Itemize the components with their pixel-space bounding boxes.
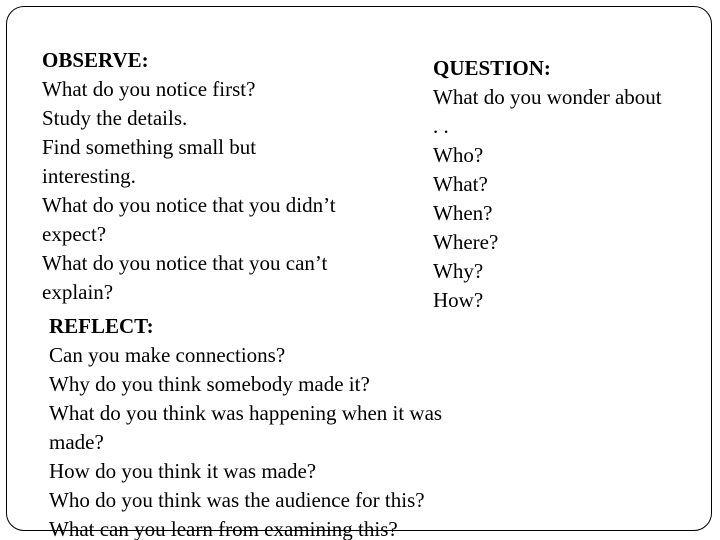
question-line: Why?	[433, 259, 484, 283]
question-line: Who?	[433, 143, 484, 167]
reflect-line: Why do you think somebody made it?	[49, 372, 370, 396]
question-line: What?	[433, 172, 488, 196]
reflect-heading: REFLECT:	[49, 314, 154, 338]
question-line: What do you wonder about	[433, 85, 662, 109]
reflect-line: made?	[49, 430, 104, 454]
reflect-line: Who do you think was the audience for th…	[49, 488, 425, 512]
observe-line: interesting.	[42, 164, 136, 188]
question-section: QUESTION: What do you wonder about . . W…	[433, 54, 662, 315]
slide-frame	[6, 6, 712, 531]
reflect-line: How do you think it was made?	[49, 459, 317, 483]
observe-line: expect?	[42, 222, 107, 246]
question-heading: QUESTION:	[433, 56, 551, 80]
question-line: . .	[433, 114, 449, 138]
observe-line: explain?	[42, 280, 114, 304]
observe-line: Find something small but	[42, 135, 257, 159]
observe-line: What do you notice that you can’t	[42, 251, 328, 275]
question-line: How?	[433, 288, 484, 312]
observe-heading: OBSERVE:	[42, 48, 149, 72]
reflect-line: Can you make connections?	[49, 343, 286, 367]
observe-line: What do you notice first?	[42, 77, 256, 101]
reflect-section: REFLECT: Can you make connections? Why d…	[49, 312, 442, 540]
reflect-line: What do you think was happening when it …	[49, 401, 443, 425]
reflect-line: What can you learn from examining this?	[49, 517, 398, 540]
observe-line: What do you notice that you didn’t	[42, 193, 336, 217]
observe-line: Study the details.	[42, 106, 188, 130]
question-line: When?	[433, 201, 493, 225]
observe-section: OBSERVE: What do you notice first? Study…	[42, 46, 336, 307]
question-line: Where?	[433, 230, 499, 254]
